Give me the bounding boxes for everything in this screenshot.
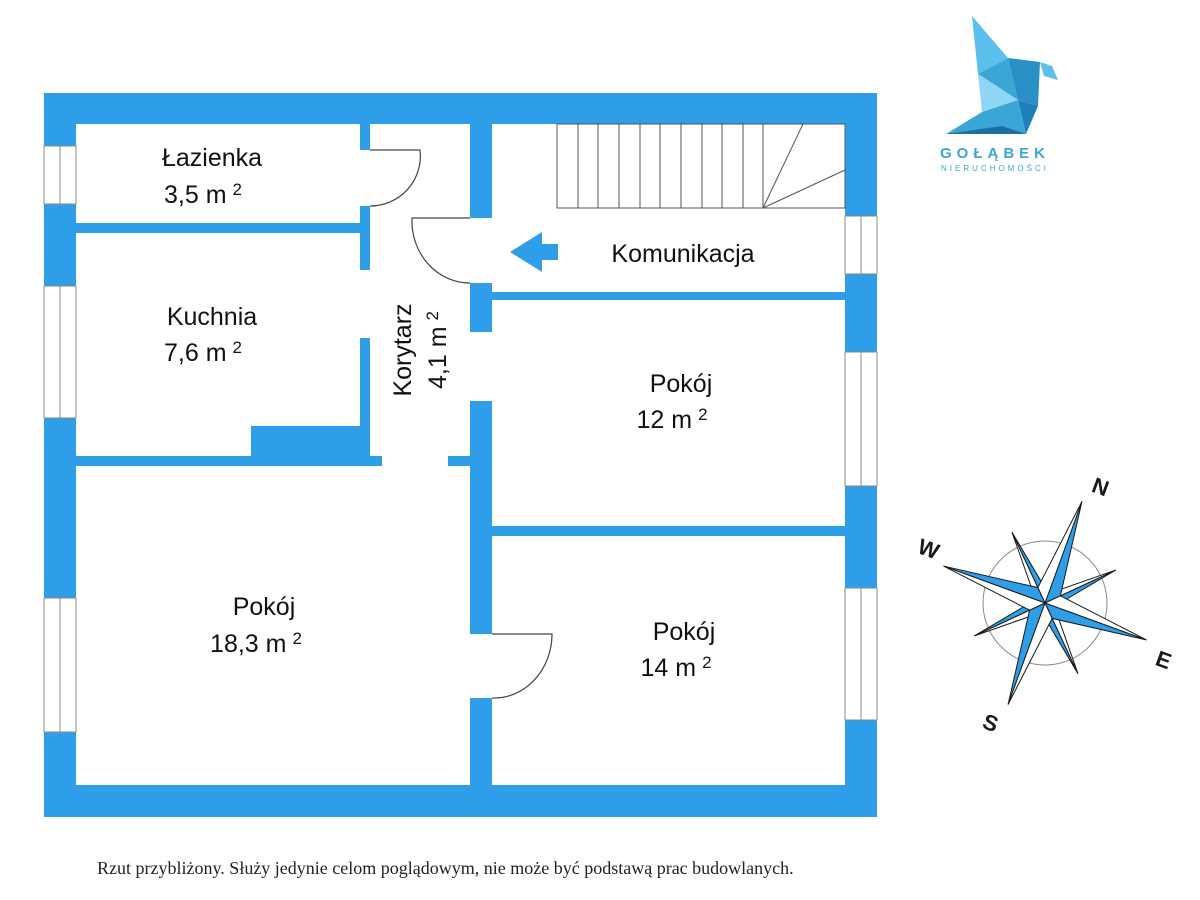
logo-title: GOŁĄBEK — [940, 145, 1050, 162]
compass-rose-icon — [943, 501, 1147, 705]
entry-arrow-icon — [510, 232, 558, 272]
room-name-pokoj-18: Pokój — [233, 593, 296, 621]
pigeon-logo-icon — [946, 16, 1058, 134]
compass-label-s: S — [979, 709, 1001, 738]
window-left-bathroom — [43, 145, 77, 205]
room-area-korytarz: 4,1 m2 — [423, 311, 452, 389]
door-corridor-entrance — [411, 217, 471, 284]
room-name-lazienka: Łazienka — [162, 144, 262, 172]
door-bathroom — [369, 149, 421, 207]
room-name-pokoj-14: Pokój — [653, 618, 716, 646]
window-right-room-12 — [844, 351, 878, 487]
window-left-room — [43, 597, 77, 733]
disclaimer-footnote: Rzut przybliżony. Służy jedynie celom po… — [97, 858, 794, 878]
windows — [43, 145, 878, 733]
stairs — [556, 123, 846, 209]
logo: GOŁĄBEK NIERUCHOMOŚCI — [940, 16, 1058, 173]
compass-label-n: N — [1089, 472, 1112, 501]
window-right-room-14 — [844, 587, 878, 721]
room-name-komunikacja: Komunikacja — [611, 240, 754, 268]
window-left-kitchen — [43, 285, 77, 419]
window-right-komunikacja — [844, 215, 878, 275]
room-name-korytarz: Korytarz — [389, 303, 417, 396]
room-name-pokoj-12: Pokój — [650, 370, 713, 398]
doors — [369, 149, 553, 699]
interior-walls — [76, 124, 845, 785]
door-room-14 — [491, 633, 553, 699]
compass-label-e: E — [1152, 646, 1174, 675]
compass-label-w: W — [915, 534, 943, 565]
logo-subtitle: NIERUCHOMOŚCI — [941, 164, 1049, 173]
room-name-kuchnia: Kuchnia — [167, 303, 257, 331]
